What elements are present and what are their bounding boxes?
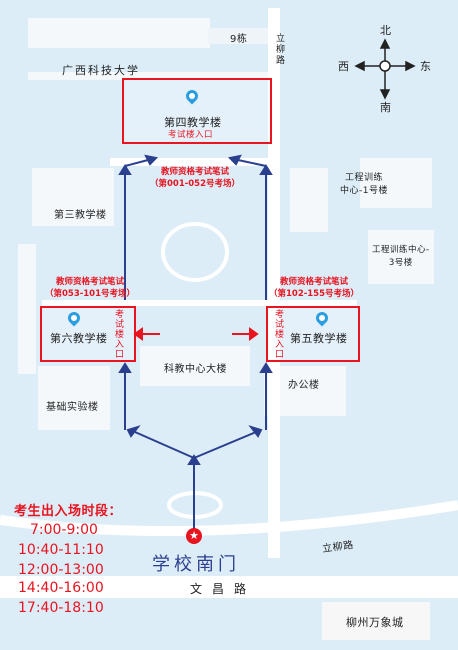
north-exam-rooms: （第001-052号考场） — [149, 179, 240, 189]
lab-label: 基础实验楼 — [46, 402, 99, 413]
west-upper-block — [32, 168, 114, 226]
northwest-block — [28, 18, 210, 48]
compass-west: 西 — [338, 60, 350, 73]
west-entrance-label: 考试楼入口 — [114, 310, 124, 360]
lab-block — [38, 366, 110, 430]
east-entrance-label: 考试楼入口 — [274, 310, 284, 360]
east-main-road — [268, 8, 280, 558]
west-side-block — [18, 244, 36, 374]
north-exam-note: 教师资格考试笔试 （第001-052号考场） — [140, 166, 250, 190]
mall-block — [322, 602, 430, 640]
training-1-label: 工程训练 中心-1号楼 — [340, 173, 388, 196]
east-mid-block — [368, 230, 434, 284]
entrance-arrows — [133, 327, 259, 341]
compass-south: 南 — [380, 101, 392, 114]
time-slot-1: 7:00-9:00 — [30, 522, 98, 538]
north-exam-title: 教师资格考试笔试 — [160, 167, 229, 177]
sixth-building-box — [40, 306, 136, 362]
office-label: 办公楼 — [288, 380, 320, 391]
university-name: 广西科技大学 — [62, 64, 140, 77]
east-exam-rooms: （第102-155号考场） — [268, 289, 359, 299]
building-9-label: 9栋 — [230, 34, 248, 45]
sixth-building-label: 第六教学楼 — [50, 332, 108, 345]
route-arrows — [118, 154, 273, 530]
science-center-block — [140, 346, 250, 386]
third-building-label: 第三教学楼 — [54, 210, 107, 221]
fourth-building-label: 第四教学楼 — [164, 116, 222, 129]
west-exam-note: 教师资格考试笔试 （第053-101号考场） — [34, 276, 146, 300]
north-strip — [28, 72, 278, 80]
compass-north: 北 — [380, 24, 392, 37]
inner-ring-north — [110, 158, 270, 166]
time-slot-2: 10:40-11:10 — [18, 542, 104, 558]
time-slot-3: 12:00-13:00 — [18, 562, 104, 578]
fifth-building-label: 第五教学楼 — [290, 332, 348, 345]
west-exam-rooms: （第053-101号考场） — [44, 289, 135, 299]
liliu-road-north-label: 立柳路 — [276, 34, 286, 66]
east-tall-block — [360, 158, 432, 208]
time-slot-4: 14:40-16:00 — [18, 580, 104, 596]
compass-east: 东 — [420, 60, 432, 73]
wenchang-road-label: 文昌路 — [190, 582, 257, 596]
fourth-entrance-label: 考试楼入口 — [168, 130, 214, 140]
schedule-title: 考生出入场时段： — [14, 504, 123, 519]
time-slot-5: 17:40-18:10 — [18, 600, 104, 616]
west-exam-title: 教师资格考试笔试 — [55, 277, 124, 287]
inner-ring-south — [42, 300, 357, 306]
training-3-label: 工程训练中心- 3号楼 — [372, 245, 430, 268]
south-gate-label: 学校南门 — [152, 554, 240, 575]
wenchang-road-strip — [0, 576, 458, 598]
mall-label: 柳州万象城 — [346, 616, 404, 629]
compass-icon — [354, 38, 416, 100]
star-marker-icon: ★ — [186, 528, 202, 544]
science-center-label: 科教中心大楼 — [164, 364, 227, 375]
east-upper-block — [290, 168, 328, 232]
fourth-building-box — [122, 78, 272, 144]
fifth-building-box — [266, 306, 360, 362]
east-exam-title: 教师资格考试笔试 — [279, 277, 348, 287]
east-exam-note: 教师资格考试笔试 （第102-155号考场） — [258, 276, 370, 300]
north-building-9 — [208, 28, 270, 44]
